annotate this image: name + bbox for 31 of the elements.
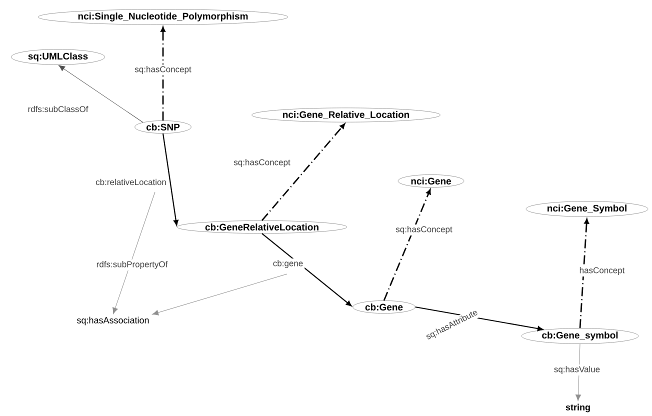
edge-label: sq:hasValue xyxy=(552,364,602,376)
edge-label: sq:hasConcept xyxy=(394,224,454,236)
edge-label: hasConcept xyxy=(578,266,626,276)
ellipse-node: cb:GeneRelativeLocation xyxy=(176,220,348,234)
ellipse-node: cb:Gene_symbol xyxy=(521,328,639,344)
arrow xyxy=(152,274,288,316)
arrow xyxy=(262,233,352,306)
ellipse-node: sq:UMLClass xyxy=(11,49,105,65)
arrow xyxy=(160,26,166,120)
ellipse-node: nci:Gene_Symbol xyxy=(526,201,648,217)
ellipse-node: nci:Single_Nucleotide_Polymorphism xyxy=(38,9,288,25)
node-text: sq:hasAssociation xyxy=(76,316,149,326)
arrow xyxy=(415,306,544,332)
ellipse-node: cb:SNP xyxy=(134,120,192,134)
ellipse-node: nci:Gene xyxy=(398,174,464,188)
edge-label: cb:gene xyxy=(271,258,305,270)
arrow xyxy=(579,218,589,328)
ellipse-node: nci:Gene_Relative_Location xyxy=(252,108,440,122)
edge-label: rdfs:subClassOf xyxy=(26,104,90,114)
arrow xyxy=(261,124,346,221)
edge-label: cb:relativeLocation xyxy=(94,177,168,187)
edge-label: sq:hasConcept xyxy=(133,64,193,76)
edge-label: rdfs:subPropertyOf xyxy=(94,260,170,270)
arrow xyxy=(575,344,582,401)
arrow xyxy=(162,133,178,226)
node-text: string xyxy=(566,404,590,412)
arrow xyxy=(58,65,144,123)
arrow xyxy=(383,189,431,301)
ellipse-node: cb:Gene xyxy=(352,300,416,314)
edge-label: sq:hasConcept xyxy=(232,158,292,168)
arrow xyxy=(112,192,156,314)
